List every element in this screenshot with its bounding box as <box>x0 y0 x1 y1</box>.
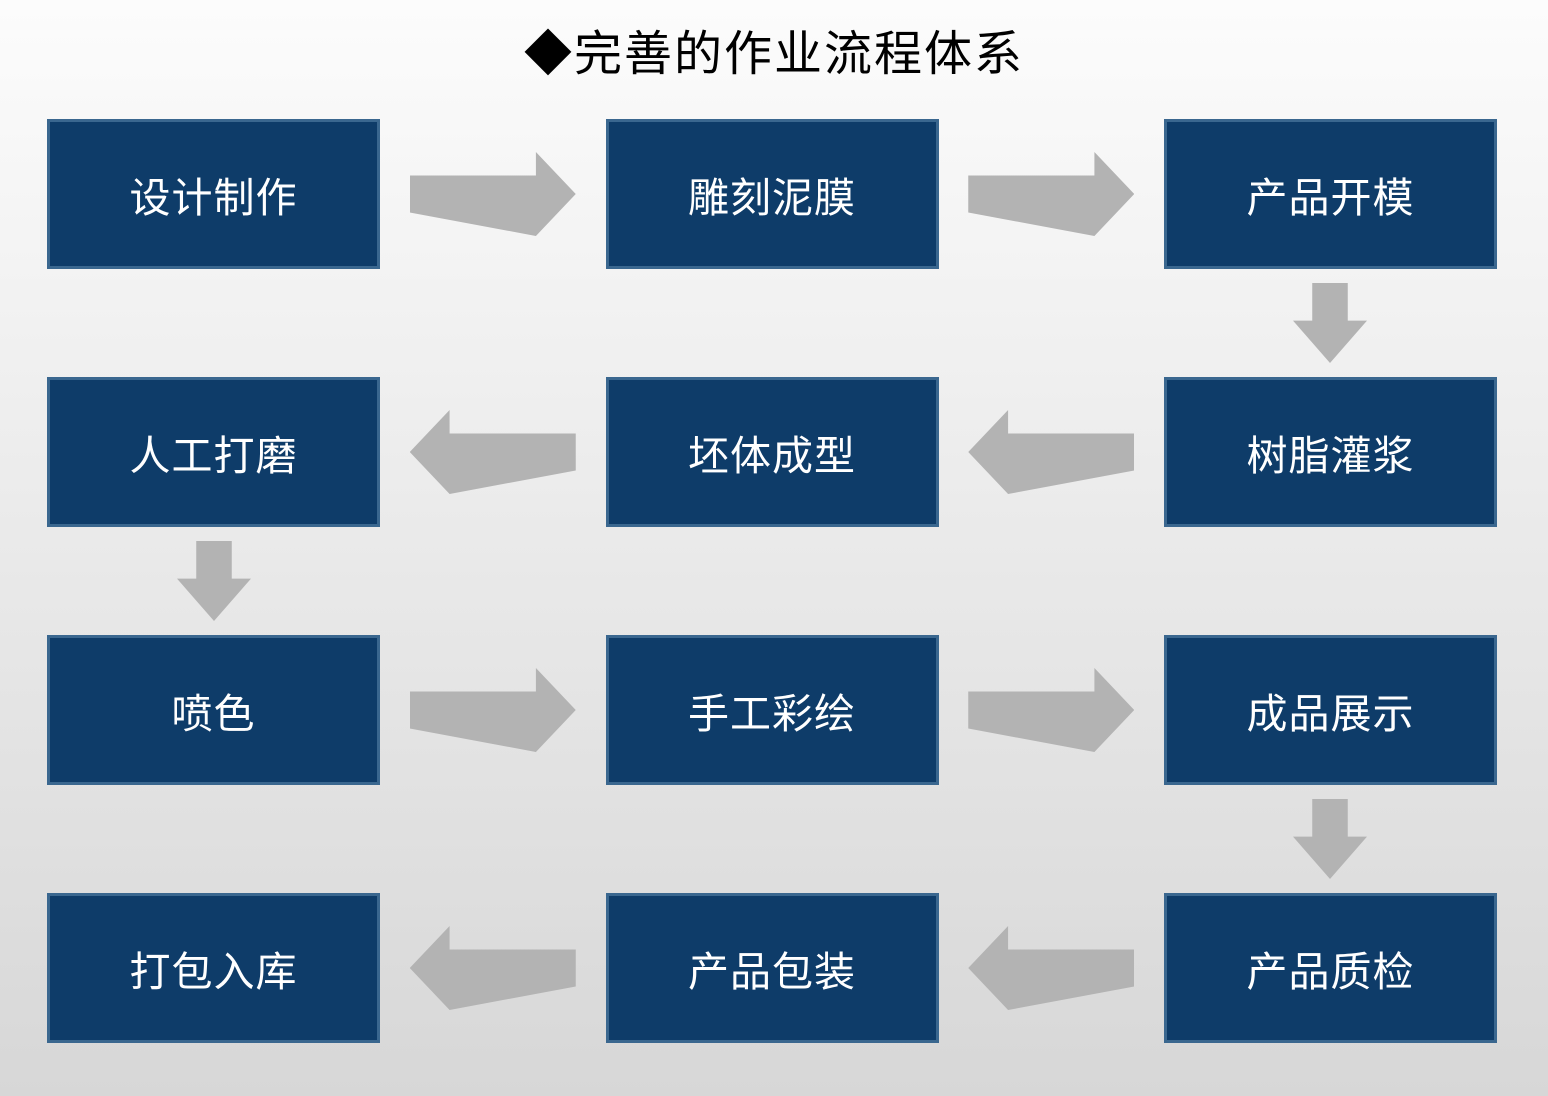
arrow-cell <box>939 635 1165 785</box>
process-step-box: 成品展示 <box>1164 635 1497 785</box>
process-step-box: 设计制作 <box>47 119 380 269</box>
right-arrow-icon <box>409 152 576 236</box>
arrow-cell <box>939 119 1165 269</box>
process-step-box: 打包入库 <box>47 893 380 1043</box>
process-step-box: 树脂灌浆 <box>1164 377 1497 527</box>
flow-row: 设计制作 雕刻泥膜 产品开模 <box>47 119 1497 269</box>
process-step-box: 产品质检 <box>1164 893 1497 1043</box>
flow-row: 喷色 手工彩绘 成品展示 <box>47 635 1497 785</box>
arrow-cell <box>380 635 606 785</box>
right-arrow-icon <box>968 152 1135 236</box>
arrow-cell <box>939 377 1165 527</box>
left-arrow-icon <box>409 926 576 1010</box>
connector-row <box>47 527 1497 635</box>
arrow-cell <box>380 119 606 269</box>
connector-row <box>47 785 1497 893</box>
process-step-box: 喷色 <box>47 635 380 785</box>
process-step-box: 坯体成型 <box>605 377 939 527</box>
process-step-box: 人工打磨 <box>47 377 380 527</box>
left-arrow-icon <box>409 410 576 494</box>
left-arrow-icon <box>968 926 1135 1010</box>
right-arrow-icon <box>968 668 1135 752</box>
left-arrow-icon <box>968 410 1135 494</box>
arrow-cell <box>380 377 606 527</box>
arrow-cell <box>380 893 606 1043</box>
connector-row <box>47 269 1497 377</box>
process-step-box: 手工彩绘 <box>605 635 939 785</box>
process-step-box: 产品包装 <box>605 893 939 1043</box>
process-step-box: 雕刻泥膜 <box>605 119 939 269</box>
flow-row: 打包入库 产品包装 产品质检 <box>47 893 1497 1043</box>
flow-row: 人工打磨 坯体成型 树脂灌浆 <box>47 377 1497 527</box>
page-title: ◆完善的作业流程体系 <box>523 28 1024 81</box>
process-step-box: 产品开模 <box>1164 119 1497 269</box>
flowchart: 设计制作 雕刻泥膜 产品开模人工打磨 坯体成型 树脂灌浆喷色 手工彩绘 成品展示打包入库 产品… <box>47 119 1497 1043</box>
down-arrow-icon <box>1293 283 1367 363</box>
right-arrow-icon <box>409 668 576 752</box>
down-arrow-icon <box>1293 799 1367 879</box>
down-arrow-icon <box>177 541 251 621</box>
arrow-cell <box>939 893 1165 1043</box>
